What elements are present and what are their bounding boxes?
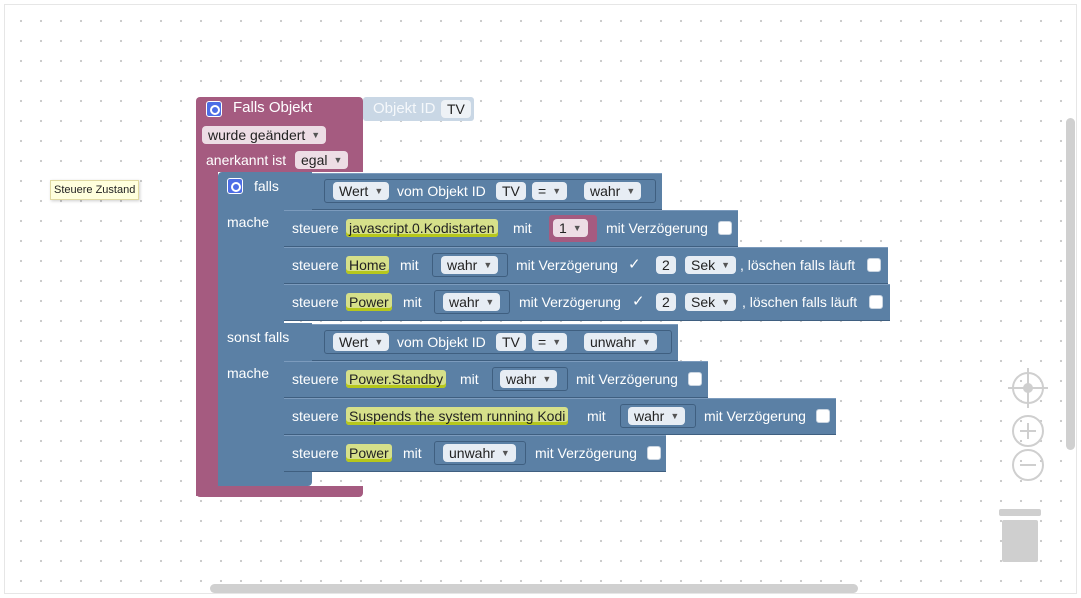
event-block-left-arm[interactable] — [196, 170, 218, 496]
do2-label: mache — [227, 365, 270, 381]
value-dropdown[interactable]: wahr▼ — [500, 370, 558, 388]
clear-running-label: , löschen falls läuft — [742, 294, 858, 310]
condition-1-object[interactable]: TV — [496, 182, 526, 200]
value-dropdown[interactable]: wahr▼ — [441, 256, 499, 274]
chevron-down-icon: ▼ — [721, 260, 731, 270]
chevron-down-icon: ▼ — [641, 337, 651, 347]
chevron-down-icon: ▼ — [485, 297, 495, 307]
condition-1-prop[interactable]: Wert▼ — [333, 182, 390, 200]
condition-2-object[interactable]: TV — [496, 333, 526, 351]
minus-icon[interactable] — [1012, 449, 1044, 481]
value-dropdown[interactable]: 1▼ — [553, 219, 588, 237]
clear-running-checkbox[interactable] — [867, 258, 881, 272]
target-object[interactable]: Power — [346, 293, 392, 311]
clear-running-label: , löschen falls läuft — [740, 257, 856, 273]
vertical-scrollbar[interactable] — [1066, 118, 1075, 450]
delay-checkbox[interactable] — [647, 446, 661, 460]
trash-icon[interactable] — [998, 508, 1042, 564]
delay-label: mit Verzögerung — [535, 445, 637, 461]
minus-bar — [1020, 464, 1036, 466]
checkmark-icon[interactable]: ✓ — [628, 256, 641, 273]
delay-checkbox[interactable] — [688, 372, 702, 386]
gear-icon[interactable] — [206, 101, 222, 117]
if-label: falls — [254, 178, 279, 194]
delay-label: mit Verzögerung — [606, 220, 708, 236]
condition-2-of-object: vom Objekt ID — [397, 334, 486, 350]
steuere-label: steuere — [292, 371, 339, 387]
mit-label: mit — [403, 294, 422, 310]
event-title: Falls Objekt — [233, 99, 313, 116]
steuere-label: steuere — [292, 408, 339, 424]
chevron-down-icon: ▼ — [552, 186, 562, 196]
ack-dropdown[interactable]: egal▼ — [295, 151, 349, 169]
condition-1-operator[interactable]: =▼ — [532, 182, 568, 200]
plus-bar-v — [1027, 423, 1029, 439]
checkmark-icon[interactable]: ✓ — [632, 293, 645, 310]
object-id-value[interactable]: TV — [441, 100, 471, 118]
steuere-label: steuere — [292, 445, 339, 461]
comment-tooltip: Steuere Zustand — [50, 180, 140, 200]
trash-body — [1002, 520, 1038, 562]
clear-running-checkbox[interactable] — [869, 295, 883, 309]
chevron-down-icon: ▼ — [333, 155, 343, 165]
value-dropdown[interactable]: wahr▼ — [628, 407, 686, 425]
condition-1-value[interactable]: wahr▼ — [584, 182, 642, 200]
delay-unit[interactable]: Sek▼ — [685, 256, 737, 274]
delay-label: mit Verzögerung — [519, 294, 621, 310]
chevron-down-icon: ▼ — [572, 223, 582, 233]
target-object[interactable]: Power.Standby — [346, 370, 447, 388]
event-block-bottom[interactable] — [196, 486, 363, 497]
horizontal-scrollbar[interactable] — [210, 584, 858, 593]
mit-label: mit — [403, 445, 422, 461]
condition-1-of-object: vom Objekt ID — [397, 183, 486, 199]
plus-icon[interactable] — [1012, 415, 1044, 447]
gear-icon[interactable] — [227, 178, 243, 194]
mit-label: mit — [587, 408, 606, 424]
if-block-bottom[interactable] — [218, 470, 312, 486]
trash-lid — [999, 509, 1041, 516]
delay-value[interactable]: 2 — [656, 293, 676, 311]
condition-2-operator[interactable]: =▼ — [532, 333, 568, 351]
elseif-label: sonst falls — [227, 329, 290, 345]
value-dropdown[interactable]: wahr▼ — [443, 293, 501, 311]
chevron-down-icon: ▼ — [552, 337, 562, 347]
condition-2-prop[interactable]: Wert▼ — [333, 333, 390, 351]
target-object[interactable]: javascript.0.Kodistarten — [346, 219, 498, 237]
delay-label: mit Verzögerung — [576, 371, 678, 387]
if-block-elseif[interactable] — [218, 323, 312, 363]
chevron-down-icon: ▼ — [374, 186, 384, 196]
delay-checkbox[interactable] — [816, 409, 830, 423]
delay-value[interactable]: 2 — [656, 256, 676, 274]
mit-label: mit — [400, 257, 419, 273]
target-object[interactable]: Home — [346, 256, 390, 274]
ack-label: anerkannt ist — [206, 152, 287, 168]
chevron-down-icon: ▼ — [500, 448, 510, 458]
steuere-label: steuere — [292, 294, 339, 310]
crosshair-line-v — [1027, 368, 1029, 408]
chevron-down-icon: ▼ — [311, 130, 321, 140]
steuere-label: steuere — [292, 257, 339, 273]
condition-2-value[interactable]: unwahr▼ — [584, 333, 657, 351]
target-object[interactable]: Power — [346, 444, 392, 462]
mit-label: mit — [513, 220, 532, 236]
chevron-down-icon: ▼ — [670, 411, 680, 421]
delay-label: mit Verzögerung — [704, 408, 806, 424]
chevron-down-icon: ▼ — [374, 337, 384, 347]
mit-label: mit — [460, 371, 479, 387]
chevron-down-icon: ▼ — [721, 297, 731, 307]
chevron-down-icon: ▼ — [626, 186, 636, 196]
delay-checkbox[interactable] — [718, 221, 732, 235]
target-object[interactable]: Suspends the system running Kodi — [346, 407, 569, 425]
delay-label: mit Verzögerung — [516, 257, 618, 273]
do-label: mache — [227, 214, 270, 230]
steuere-label: steuere — [292, 220, 339, 236]
crosshair-icon[interactable] — [1008, 368, 1048, 408]
trigger-dropdown[interactable]: wurde geändert▼ — [202, 126, 327, 144]
chevron-down-icon: ▼ — [483, 260, 493, 270]
delay-unit[interactable]: Sek▼ — [685, 293, 737, 311]
object-id-label: Objekt ID — [373, 100, 436, 117]
chevron-down-icon: ▼ — [542, 374, 552, 384]
value-dropdown[interactable]: unwahr▼ — [443, 444, 516, 462]
